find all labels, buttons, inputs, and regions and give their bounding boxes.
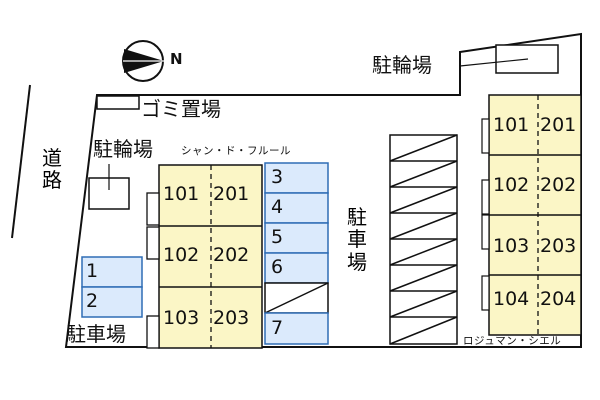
garbage-box [96, 95, 140, 110]
building-right-name: ロジュマン・シエル [463, 335, 562, 347]
unit-label: 202 [213, 244, 250, 266]
unit-label: 101 [493, 114, 530, 136]
unit-label: 103 [163, 307, 200, 329]
parking-slot-number: 2 [86, 290, 99, 312]
compass-icon [122, 40, 164, 82]
unit-label: 203 [213, 307, 250, 329]
parking-slot-number: 5 [271, 226, 284, 248]
parking-bottom-left-label: 駐車場 [66, 322, 126, 346]
bike-parking-top-box [495, 44, 559, 74]
road-line [11, 84, 31, 239]
garbage-label: ゴミ置場 [141, 97, 221, 121]
parking-slot-number: 6 [271, 256, 284, 278]
bike-parking-left-label: 駐輪場 [93, 137, 153, 161]
building-left-name: シャン・ド・フルール [181, 145, 291, 157]
unit-label: 203 [540, 235, 577, 257]
parking-center-label: 駐車場 [347, 205, 367, 274]
unit-label: 102 [493, 174, 530, 196]
parking-slot-number: 7 [271, 317, 284, 339]
parking-center-slots [264, 162, 329, 345]
unit-label: 102 [163, 244, 200, 266]
compass-north-label: N [170, 50, 183, 68]
unit-label: 201 [213, 183, 250, 205]
road-label: 道路 [42, 146, 62, 193]
building-left [146, 164, 263, 349]
unit-label: 103 [493, 235, 530, 257]
unit-label: 101 [163, 183, 200, 205]
parking-slot-number: 3 [271, 166, 284, 188]
parking-slot-number: 4 [271, 196, 284, 218]
parking-left-slots [81, 256, 143, 318]
building-right [481, 94, 582, 336]
unit-label: 204 [540, 288, 577, 310]
unit-label: 202 [540, 174, 577, 196]
bike-parking-top-label: 駐輪場 [372, 53, 432, 77]
unit-label: 201 [540, 114, 577, 136]
parking-hatched-column [389, 134, 458, 345]
parking-slot-number: 1 [86, 260, 99, 282]
unit-label: 104 [493, 288, 530, 310]
